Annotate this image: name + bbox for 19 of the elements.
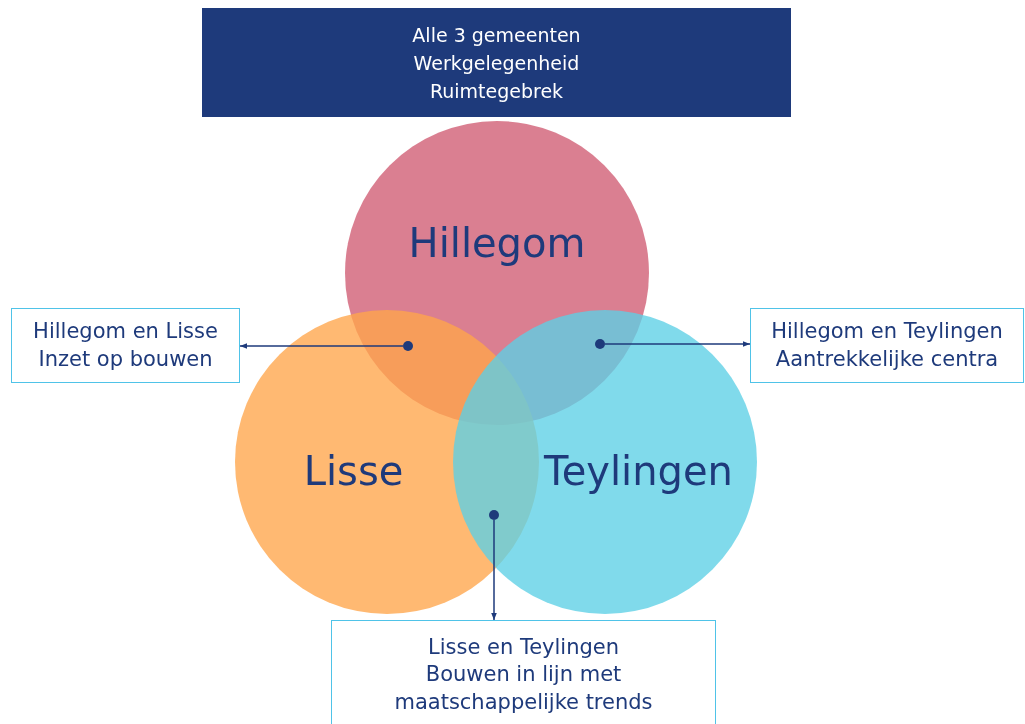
- box-heading: Lisse en Teylingen: [427, 634, 620, 662]
- circle-label: Teylingen: [544, 448, 733, 495]
- callout-box: [331, 620, 716, 724]
- box-text: Bouwen in lijn met maatschappelijke trends: [393, 661, 654, 716]
- box-text: Ruimtegebrek: [429, 79, 564, 102]
- leader-line: [239, 343, 404, 349]
- box-text: Inzet op bouwen: [38, 345, 213, 373]
- header-box: [202, 8, 791, 117]
- box-heading: Hillegom en Lisse: [33, 318, 218, 346]
- circle-label: Hillegom: [408, 219, 586, 266]
- box-heading: Alle 3 gemeenten: [412, 23, 581, 46]
- box-heading: Hillegom en Teylingen: [771, 318, 1003, 346]
- circle-label: Lisse: [303, 448, 404, 495]
- callout-box: [750, 308, 1024, 383]
- leader-line: [604, 341, 751, 347]
- callout-box: [11, 308, 240, 383]
- box-text: Werkgelegenheid: [413, 51, 580, 74]
- box-text: Aantrekkelijke centra: [775, 345, 999, 373]
- leader-line: [491, 519, 497, 621]
